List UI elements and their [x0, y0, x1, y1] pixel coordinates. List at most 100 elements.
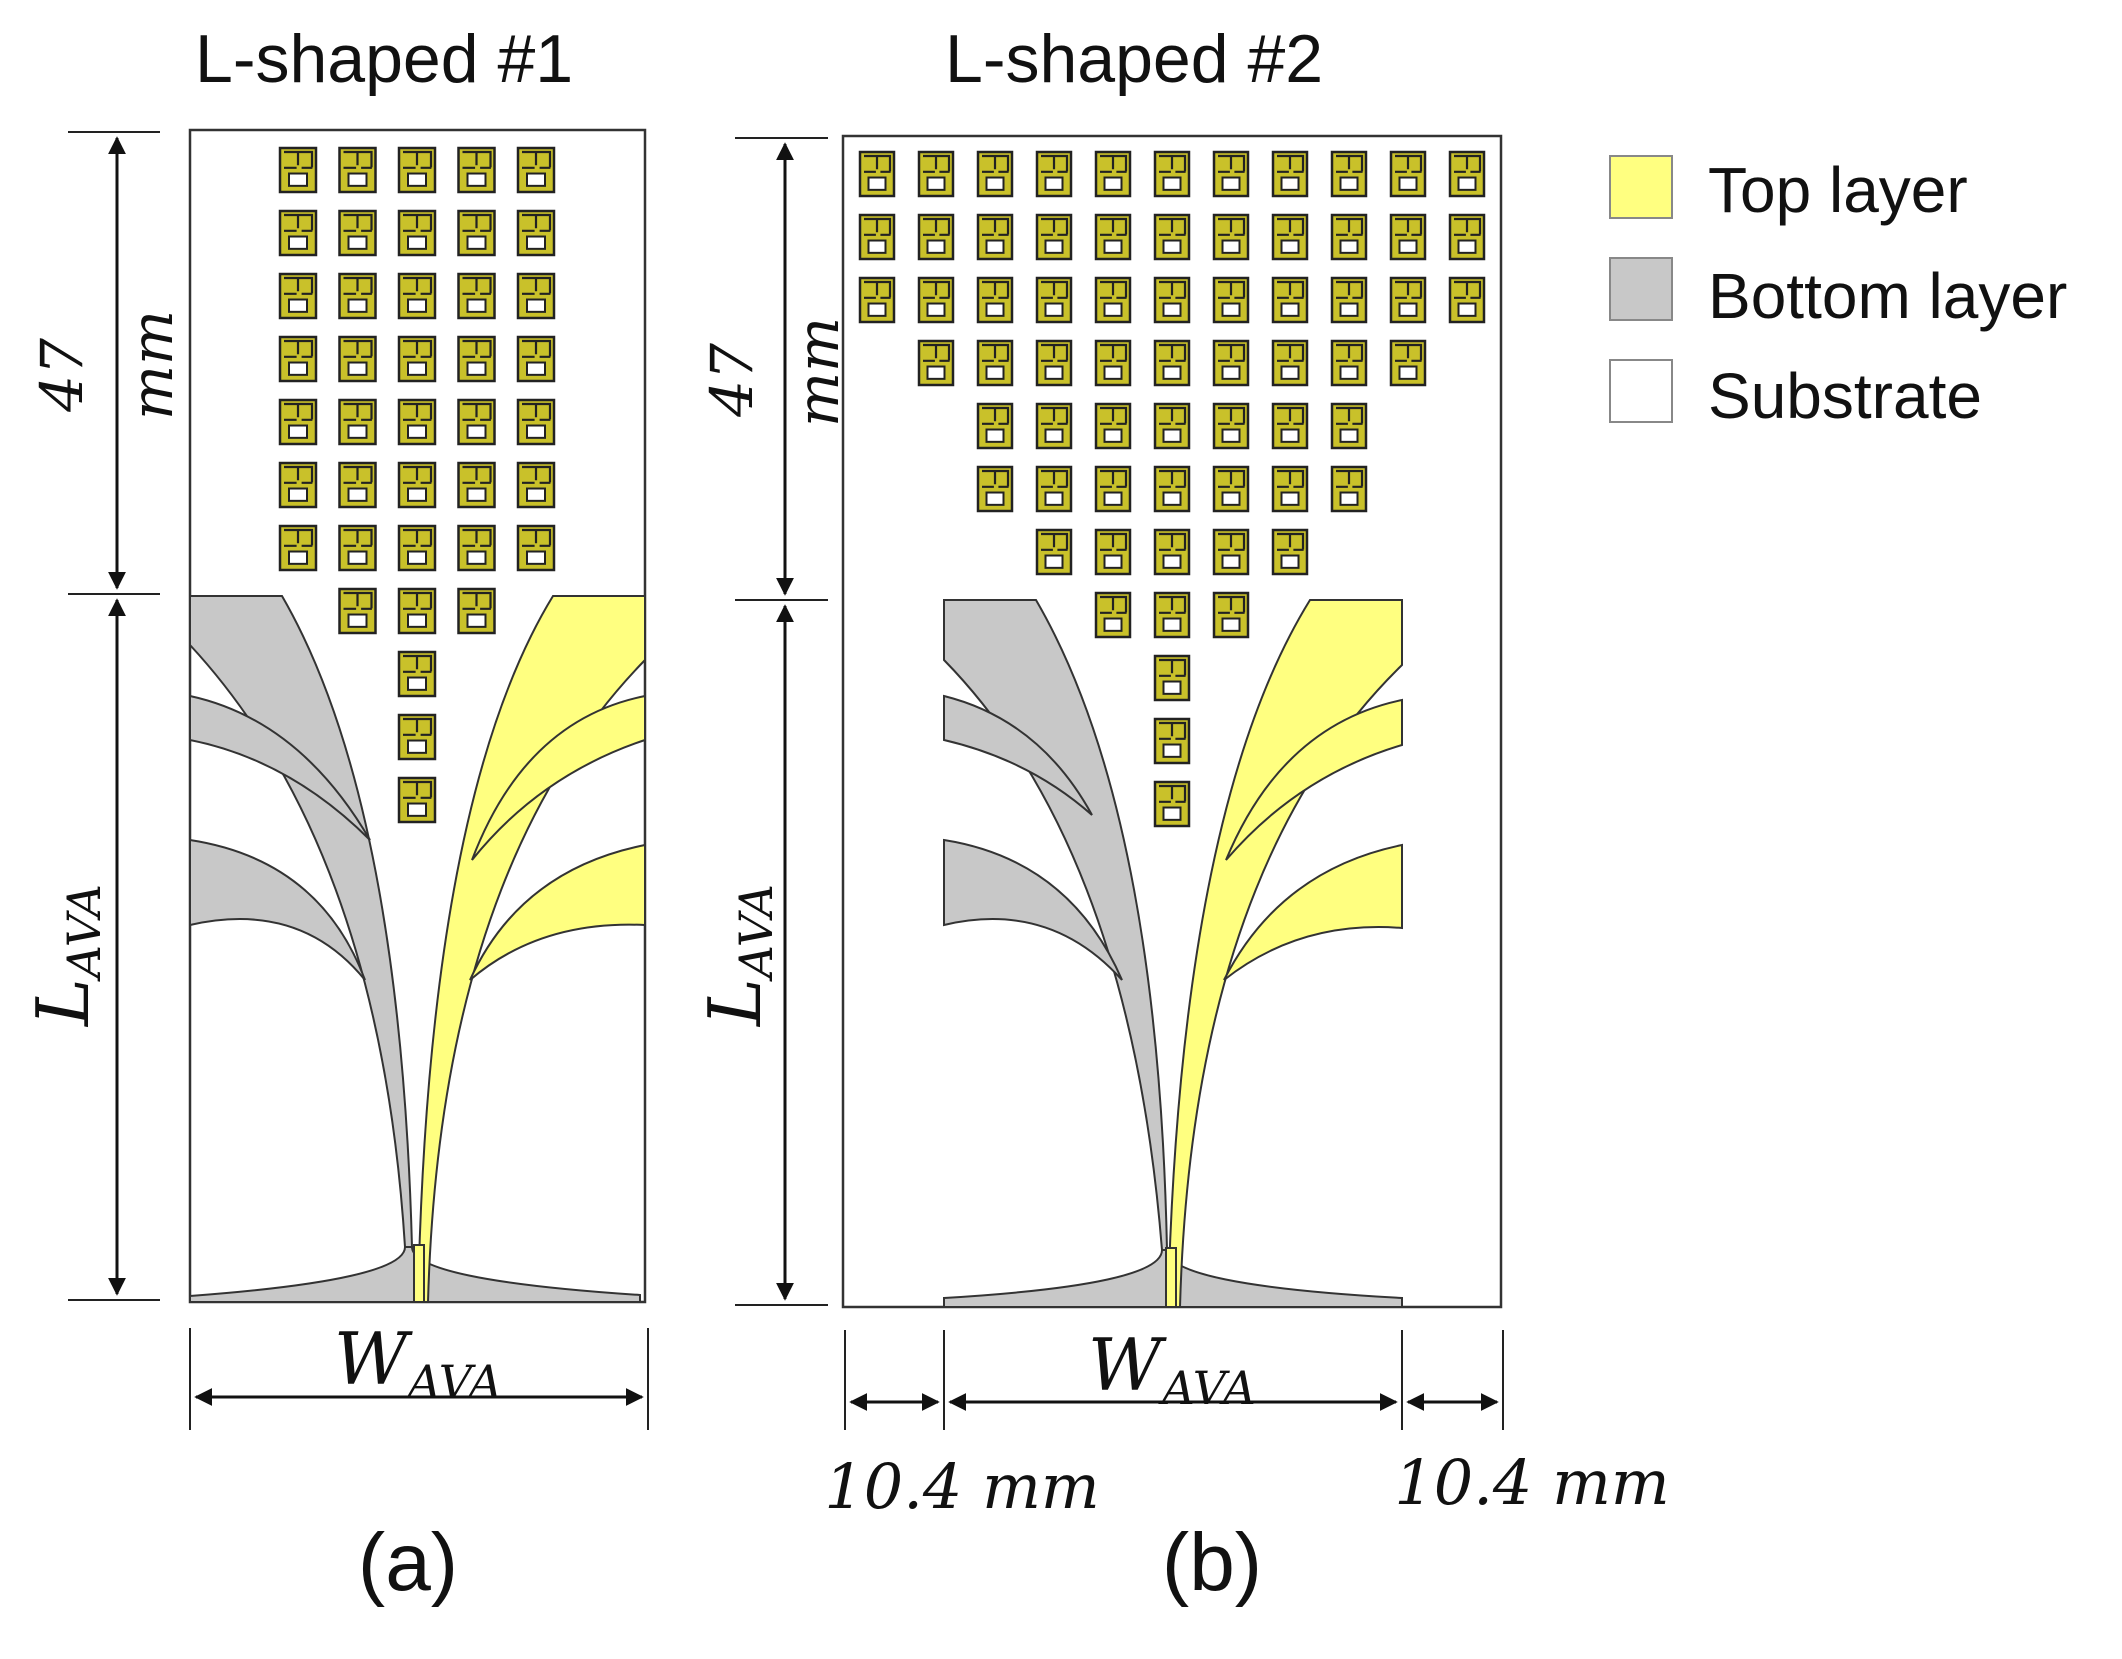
panel-b-title: L-shaped #2: [945, 21, 1323, 97]
panel-b-unit-cell-r6c3: [1212, 528, 1250, 576]
panel-a-unit-cell-r5c4: [516, 461, 556, 509]
panel-b-unit-cell-r5c1: [1035, 465, 1073, 513]
panel-a-unit-cell-r2c0: [278, 272, 318, 320]
panel-a-top-layer-radiator: [413, 595, 646, 1303]
panel-b-unit-cell-r4c6: [1330, 402, 1368, 450]
panel-b-unit-cell-r6c1: [1094, 528, 1132, 576]
panel-b-unit-cell-r0c3: [1035, 150, 1073, 198]
panel-b-unit-cell-r5c3: [1153, 465, 1191, 513]
panel-b-unit-cell-r3c4: [1153, 339, 1191, 387]
panel-b-unit-cell-r2c6: [1212, 276, 1250, 324]
panel-b-unit-cell-r1c8: [1330, 213, 1368, 261]
panel-a-unit-cell-r6c3: [457, 524, 496, 572]
panel-b-unit-cell-r5c4: [1212, 465, 1250, 513]
panel-b-unit-cell-r1c3: [1035, 213, 1073, 261]
panel-a-unit-cell-r6c4: [516, 524, 556, 572]
panel-b-unit-cell-r0c0: [858, 150, 896, 198]
panel-a-unit-cell-r0c0: [278, 146, 318, 194]
panel-a-width-main: W: [334, 1317, 413, 1401]
panel-b-unit-cell-r5c6: [1330, 465, 1368, 513]
panel-a-unit-cell-r0c2: [397, 146, 437, 194]
panel-b-unit-cell-r7c1: [1153, 591, 1191, 639]
panel-b-unit-cell-r3c8: [1389, 339, 1427, 387]
panel-a-unit-cell-r3c3: [457, 335, 496, 383]
panel-b: L-shaped #2 47 mm LAVA: [693, 21, 1670, 1608]
panel-b-unit-cell-r1c5: [1153, 213, 1191, 261]
panel-b-unit-cell-r3c2: [1035, 339, 1073, 387]
panel-b-unit-cell-r1c9: [1389, 213, 1427, 261]
panel-b-unit-cell-r2c8: [1330, 276, 1368, 324]
panel-b-unit-cell-r4c1: [1035, 402, 1073, 450]
panel-b-unit-cell-r4c2: [1094, 402, 1132, 450]
panel-a-unit-cell-r6c2: [397, 524, 437, 572]
panel-a-length-main: L: [21, 978, 105, 1028]
panel-a-unit-cell-r3c0: [278, 335, 318, 383]
panel-b-unit-cell-r6c2: [1153, 528, 1191, 576]
panel-a-unit-cell-r7c2: [457, 587, 496, 635]
panel-b-unit-cell-r4c3: [1153, 402, 1191, 450]
panel-a-width-label: WAVA: [334, 1317, 502, 1409]
panel-a-unit-cell-r8c0: [397, 650, 437, 698]
panel-a-unit-cell-r1c4: [516, 209, 556, 257]
panel-a-title: L-shaped #1: [195, 21, 573, 97]
panel-a-unit-cell-r10c0: [397, 776, 437, 824]
panel-b-length-label: LAVA: [693, 884, 783, 1028]
panel-b-unit-cell-r3c0: [917, 339, 955, 387]
panel-b-unit-cell-r0c9: [1389, 150, 1427, 198]
panel-a-unit-cell-r2c2: [397, 272, 437, 320]
panel-a-unit-cell-r1c1: [338, 209, 377, 257]
panel-a-unit-cell-r4c0: [278, 398, 318, 446]
legend-label-bottom-layer: Bottom layer: [1708, 260, 2067, 332]
panel-b-length-sub: AVA: [729, 884, 783, 982]
panel-b-unit-cell-r8c0: [1153, 654, 1191, 702]
panel-b-unit-cell-r0c7: [1271, 150, 1309, 198]
panel-a-unit-cell-r6c0: [278, 524, 318, 572]
panel-a-47-unit: mm: [118, 310, 186, 420]
panel-a: L-shaped #1 47 mm LAVA WAVA: [21, 21, 649, 1608]
panel-a-length-label: LAVA: [21, 884, 111, 1028]
panel-b-unit-cell-r10c0: [1153, 780, 1191, 828]
panel-a-unit-cell-r7c1: [397, 587, 437, 635]
panel-b-unit-cell-r0c10: [1448, 150, 1486, 198]
panel-b-unit-cell-r2c3: [1035, 276, 1073, 324]
panel-b-unit-cell-r1c1: [917, 213, 955, 261]
panel-b-unit-cell-r9c0: [1153, 717, 1191, 765]
panel-b-unit-cell-r2c4: [1094, 276, 1132, 324]
panel-b-unit-cell-r0c1: [917, 150, 955, 198]
panel-b-unit-cell-r5c2: [1094, 465, 1132, 513]
panel-b-unit-cell-r4c4: [1212, 402, 1250, 450]
panel-b-right-offset-label: 10.4 mm: [1394, 1446, 1669, 1519]
panel-a-caption: (a): [358, 1517, 458, 1608]
panel-b-unit-cell-r0c2: [976, 150, 1014, 198]
panel-b-width-label: WAVA: [1088, 1323, 1256, 1415]
panel-b-unit-cell-r0c8: [1330, 150, 1368, 198]
panel-b-unit-cell-r3c3: [1094, 339, 1132, 387]
panel-b-unit-cell-r0c4: [1094, 150, 1132, 198]
panel-b-unit-cell-r3c6: [1271, 339, 1309, 387]
panel-a-unit-cell-r4c2: [397, 398, 437, 446]
panel-b-unit-cell-r0c6: [1212, 150, 1250, 198]
panel-b-unit-cell-r1c10: [1448, 213, 1486, 261]
panel-b-unit-cell-r1c7: [1271, 213, 1309, 261]
panel-a-unit-cell-r2c3: [457, 272, 496, 320]
panel-a-unit-cell-r5c1: [338, 461, 377, 509]
panel-b-47-value: 47: [698, 343, 766, 418]
panel-b-unit-cell-r2c1: [917, 276, 955, 324]
panel-b-unit-cell-r2c7: [1271, 276, 1309, 324]
panel-b-unit-cell-r6c4: [1271, 528, 1309, 576]
panel-b-width-main: W: [1088, 1323, 1167, 1407]
panel-b-width-sub: AVA: [1158, 1361, 1256, 1415]
panel-a-metasurface-cells: [278, 146, 556, 824]
panel-a-47-value: 47: [28, 338, 96, 413]
panel-a-unit-cell-r9c0: [397, 713, 437, 761]
panel-b-left-offset-label: 10.4 mm: [824, 1450, 1099, 1523]
panel-b-unit-cell-r2c9: [1389, 276, 1427, 324]
panel-a-width-sub: AVA: [404, 1355, 502, 1409]
panel-a-unit-cell-r3c2: [397, 335, 437, 383]
legend-label-top-layer: Top layer: [1708, 154, 1968, 226]
panel-b-metasurface-cells: [858, 150, 1486, 828]
panel-b-unit-cell-r2c0: [858, 276, 896, 324]
panel-b-unit-cell-r6c0: [1035, 528, 1073, 576]
panel-a-unit-cell-r4c3: [457, 398, 496, 446]
